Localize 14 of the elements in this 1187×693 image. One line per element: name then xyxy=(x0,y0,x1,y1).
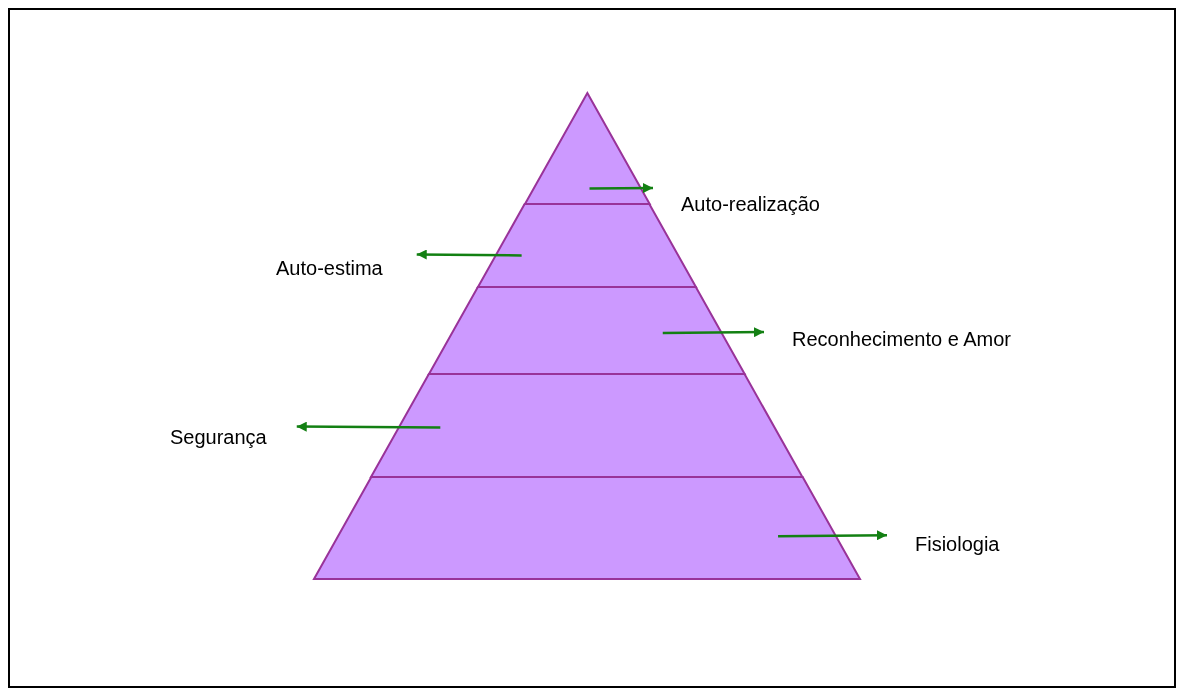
arrow xyxy=(662,327,764,338)
pyramid-tier xyxy=(371,374,803,477)
level-label: Auto-realização xyxy=(653,186,820,222)
arrow xyxy=(589,183,653,194)
pyramid-apex xyxy=(524,93,650,204)
level-label: Auto-estima xyxy=(276,250,417,286)
level-label: Reconhecimento e Amor xyxy=(764,321,1011,357)
arrow xyxy=(416,249,522,260)
arrow xyxy=(778,530,887,541)
level-label: Fisiologia xyxy=(887,526,1000,562)
level-label: Segurança xyxy=(170,419,297,455)
arrow xyxy=(296,421,441,432)
pyramid-tier xyxy=(429,287,745,374)
pyramid-tier xyxy=(314,477,860,579)
